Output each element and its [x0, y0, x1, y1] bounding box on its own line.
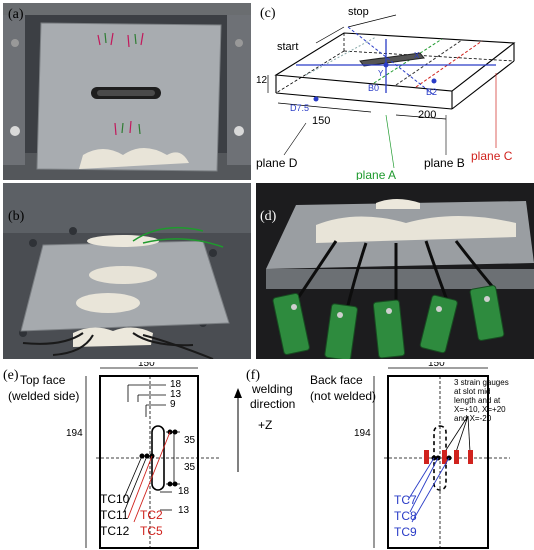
label-b0: B0 — [368, 83, 380, 93]
note-line-3: length and at — [454, 396, 501, 405]
dim-width-f: 150 — [428, 362, 445, 369]
drawing-e: (e) Top face (welded side) 150 194 18 13… — [0, 362, 230, 550]
tc12-label: TC12 — [100, 524, 130, 538]
dim-35-b: 35 — [184, 462, 196, 473]
label-plane-c: plane C — [471, 149, 513, 163]
panel-label-a: (a) — [8, 7, 24, 22]
not-welded-label: (not welded) — [310, 389, 377, 403]
back-face-label: Back face — [310, 373, 363, 387]
drawing-f: Back face (not welded) 150 194 3 strain … — [310, 362, 534, 550]
note-line-4: X=+10, X=+20 — [454, 405, 506, 414]
welded-side-label: (welded side) — [8, 389, 80, 403]
tc2-label: TC2 — [140, 508, 163, 522]
dim-13-bottom: 13 — [178, 505, 190, 516]
dim-height-f: 194 — [354, 428, 371, 439]
panel-label-b: (b) — [8, 209, 25, 224]
dim-width: 150 — [138, 362, 155, 369]
label-start: start — [277, 41, 299, 53]
dim-18-top: 18 — [170, 379, 182, 390]
label-plane-a: plane A — [356, 168, 397, 180]
dim-9: 9 — [170, 399, 176, 410]
photo-b: (b) — [3, 183, 251, 359]
dim-35-a: 35 — [184, 435, 196, 446]
panel-label-c: (c) — [260, 6, 276, 21]
photo-a: (a) — [3, 3, 251, 180]
tc7-label: TC7 — [394, 493, 417, 507]
note-line-5: and X=-20 — [454, 414, 492, 423]
label-x: X — [414, 51, 420, 60]
photo-b-drawing — [3, 183, 251, 359]
drawing-f-svg — [373, 367, 510, 549]
label-stop: stop — [348, 6, 369, 18]
tc10-label: TC10 — [100, 492, 130, 506]
welding-label: welding — [252, 382, 293, 396]
label-b2: B2 — [426, 87, 438, 97]
tc5-label: TC5 — [140, 524, 163, 538]
schematic-c-drawing — [267, 14, 516, 169]
label-plane-b: plane B — [424, 156, 465, 170]
dim-height: 194 — [66, 428, 83, 439]
tc11-label: TC11 — [100, 508, 129, 522]
tc9-label: TC9 — [394, 525, 417, 539]
note-line-1: 3 strain gauges — [454, 378, 509, 387]
label-y: Y — [378, 69, 384, 78]
photo-d: (d) — [256, 183, 534, 359]
welding-direction: (f) welding direction +Z — [230, 362, 310, 550]
panel-label-f: (f) — [246, 368, 260, 383]
direction-label: direction — [250, 397, 296, 411]
dim-12: 12 — [256, 75, 268, 86]
schematic-c: (c) stop start 12 D7.5 B0 B2 X Y 150 200… — [256, 3, 534, 180]
dim-200: 200 — [418, 109, 437, 121]
panel-label-d: (d) — [260, 209, 277, 224]
z-label: +Z — [258, 418, 273, 432]
photo-a-drawing — [3, 3, 251, 180]
drawing-e-svg — [85, 367, 220, 549]
note-line-2: at slot mid — [454, 387, 491, 396]
dim-150: 150 — [312, 115, 331, 127]
direction-arrow-icon — [234, 388, 242, 472]
top-face-label: Top face — [20, 373, 66, 387]
tc8-label: TC8 — [394, 509, 417, 523]
dim-13-top: 13 — [170, 389, 182, 400]
photo-d-drawing — [256, 183, 534, 359]
label-plane-d: plane D — [256, 156, 298, 170]
label-d75: D7.5 — [290, 103, 310, 113]
dim-18-bottom: 18 — [178, 486, 190, 497]
panel-label-e: (e) — [3, 368, 19, 383]
